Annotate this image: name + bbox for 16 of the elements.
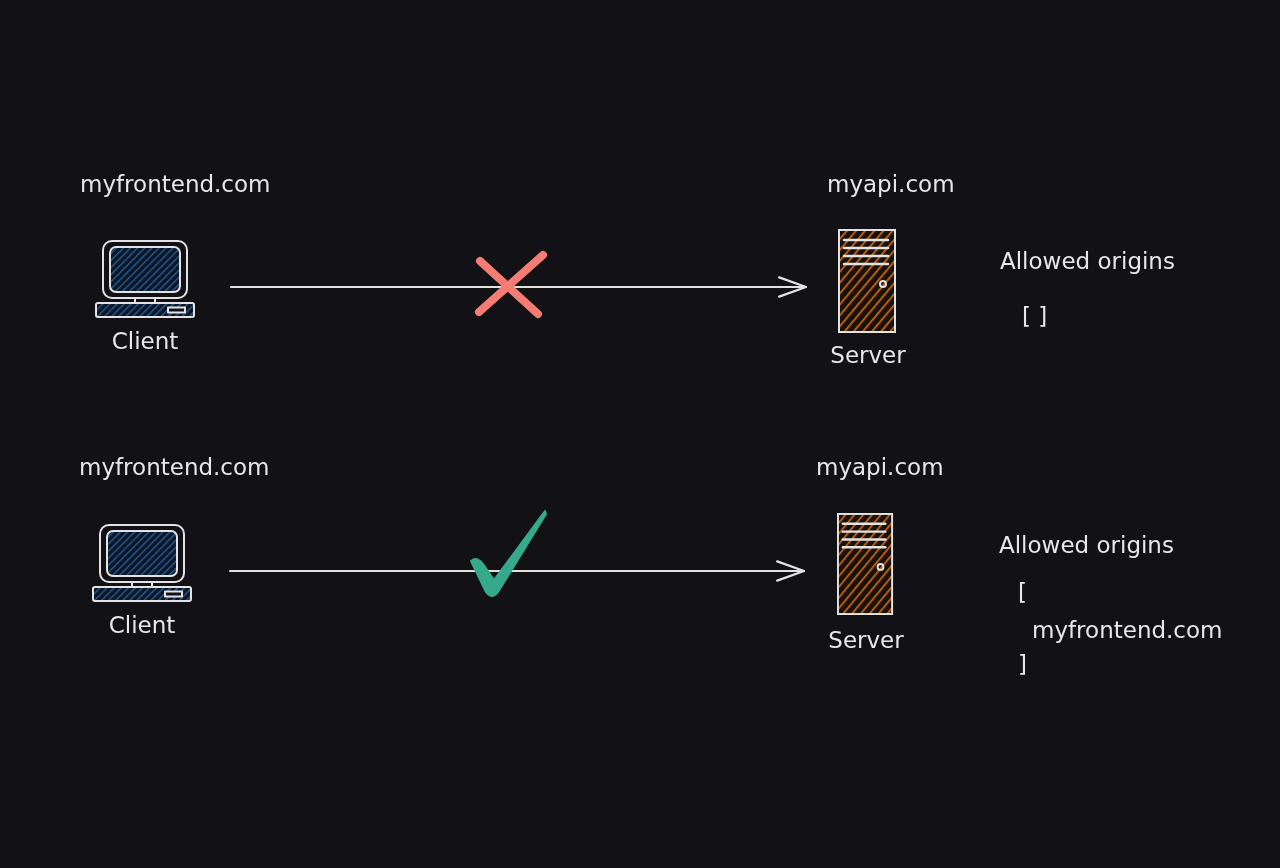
node-label: Server [830, 341, 906, 369]
node-label: Client [108, 611, 176, 639]
text-label: myfrontend.com [1032, 616, 1223, 644]
text-label: Allowed origins [1000, 247, 1175, 275]
arrow [229, 276, 808, 298]
text-label: ] [1018, 650, 1027, 678]
domain-label: myfrontend.com [79, 453, 270, 481]
text-label: Allowed origins [999, 531, 1174, 559]
text-label: [ ] [1022, 302, 1048, 330]
domain-label: myapi.com [816, 453, 944, 481]
domain-label: myapi.com [827, 170, 955, 198]
domain-label: myfrontend.com [80, 170, 271, 198]
arrow [228, 560, 806, 582]
node-label: Client [111, 327, 179, 355]
text-label: [ [1018, 578, 1027, 606]
node-label: Server [828, 626, 904, 654]
